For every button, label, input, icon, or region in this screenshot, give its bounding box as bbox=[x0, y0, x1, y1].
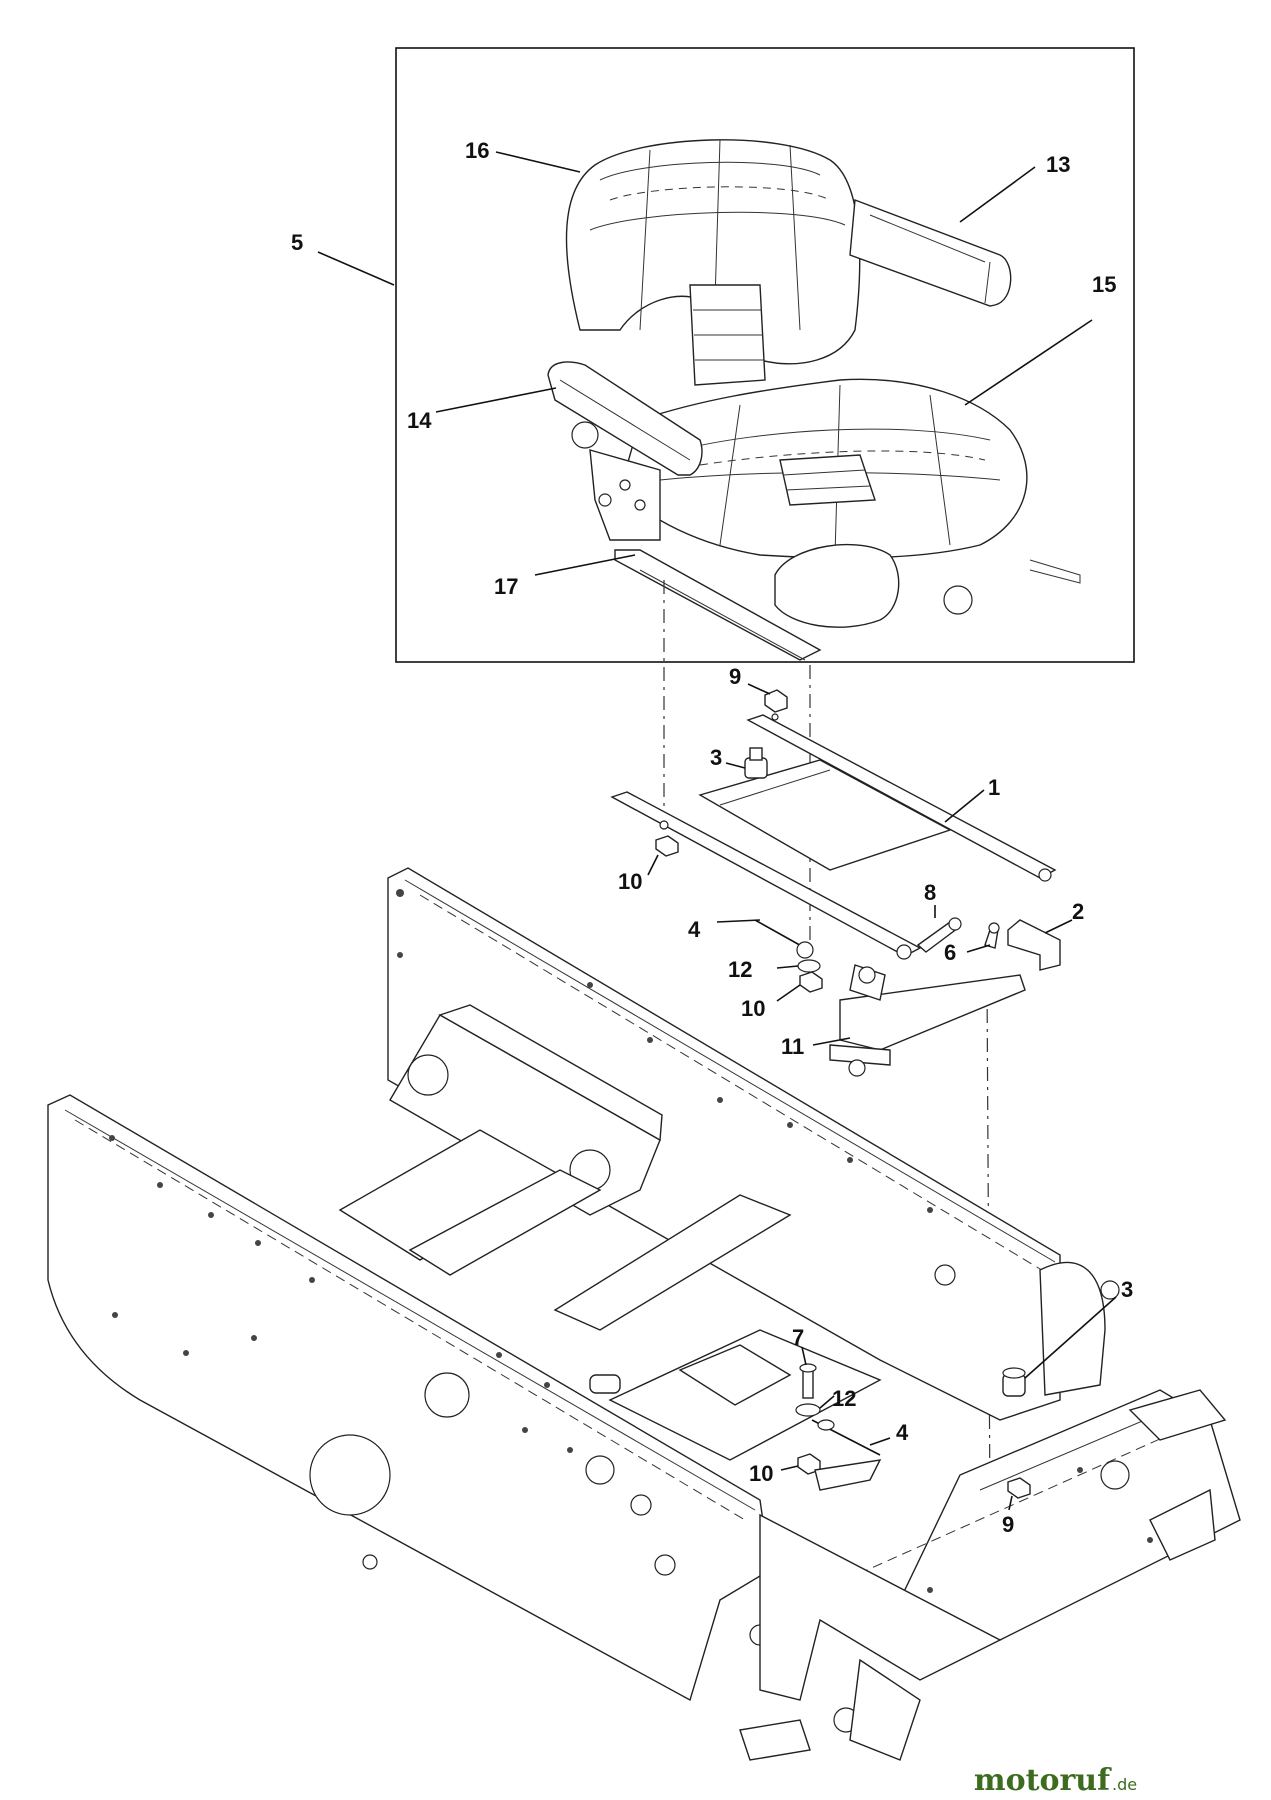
hardware-drawing bbox=[754, 917, 1061, 1077]
callout-2: 2 bbox=[1072, 899, 1084, 924]
callout-13: 13 bbox=[1046, 152, 1070, 177]
callout-14: 14 bbox=[407, 408, 432, 433]
callout-16: 16 bbox=[465, 138, 489, 163]
callout-3-right: 3 bbox=[1121, 1277, 1133, 1302]
callout-15: 15 bbox=[1092, 272, 1116, 297]
callout-10-left: 10 bbox=[618, 869, 642, 894]
callout-10-frame: 10 bbox=[749, 1461, 773, 1486]
callout-12-frame: 12 bbox=[832, 1386, 856, 1411]
mount-plate-drawing bbox=[610, 689, 1057, 960]
callout-7: 7 bbox=[792, 1325, 804, 1350]
callout-4-top: 4 bbox=[688, 917, 701, 942]
callout-10-lower: 10 bbox=[741, 996, 765, 1021]
callout-1: 1 bbox=[988, 775, 1000, 800]
callout-12-top: 12 bbox=[728, 957, 752, 982]
callout-11: 11 bbox=[781, 1034, 804, 1059]
hardware-leaders bbox=[647, 683, 1117, 1511]
watermark-logo: motoruf .de bbox=[974, 1763, 1137, 1798]
callout-5: 5 bbox=[291, 230, 303, 255]
callout-4-frame: 4 bbox=[896, 1420, 909, 1445]
callout-17: 17 bbox=[494, 574, 518, 599]
callout-9-top: 9 bbox=[729, 664, 741, 689]
callout-6: 6 bbox=[944, 940, 956, 965]
callout-labels: 5 16 13 15 14 17 9 3 1 10 8 2 4 6 12 10 … bbox=[291, 138, 1133, 1537]
seat-assembly-box bbox=[395, 47, 1135, 663]
callout-3-top: 3 bbox=[710, 745, 722, 770]
svg-text:motoruf: motoruf bbox=[974, 1763, 1112, 1798]
seat-leaders bbox=[317, 151, 1093, 576]
frame-drawing bbox=[47, 867, 1241, 1761]
callout-9-right: 9 bbox=[1002, 1512, 1014, 1537]
seat-drawing bbox=[547, 139, 1081, 661]
callout-8: 8 bbox=[924, 880, 936, 905]
svg-text:.de: .de bbox=[1112, 1775, 1137, 1794]
